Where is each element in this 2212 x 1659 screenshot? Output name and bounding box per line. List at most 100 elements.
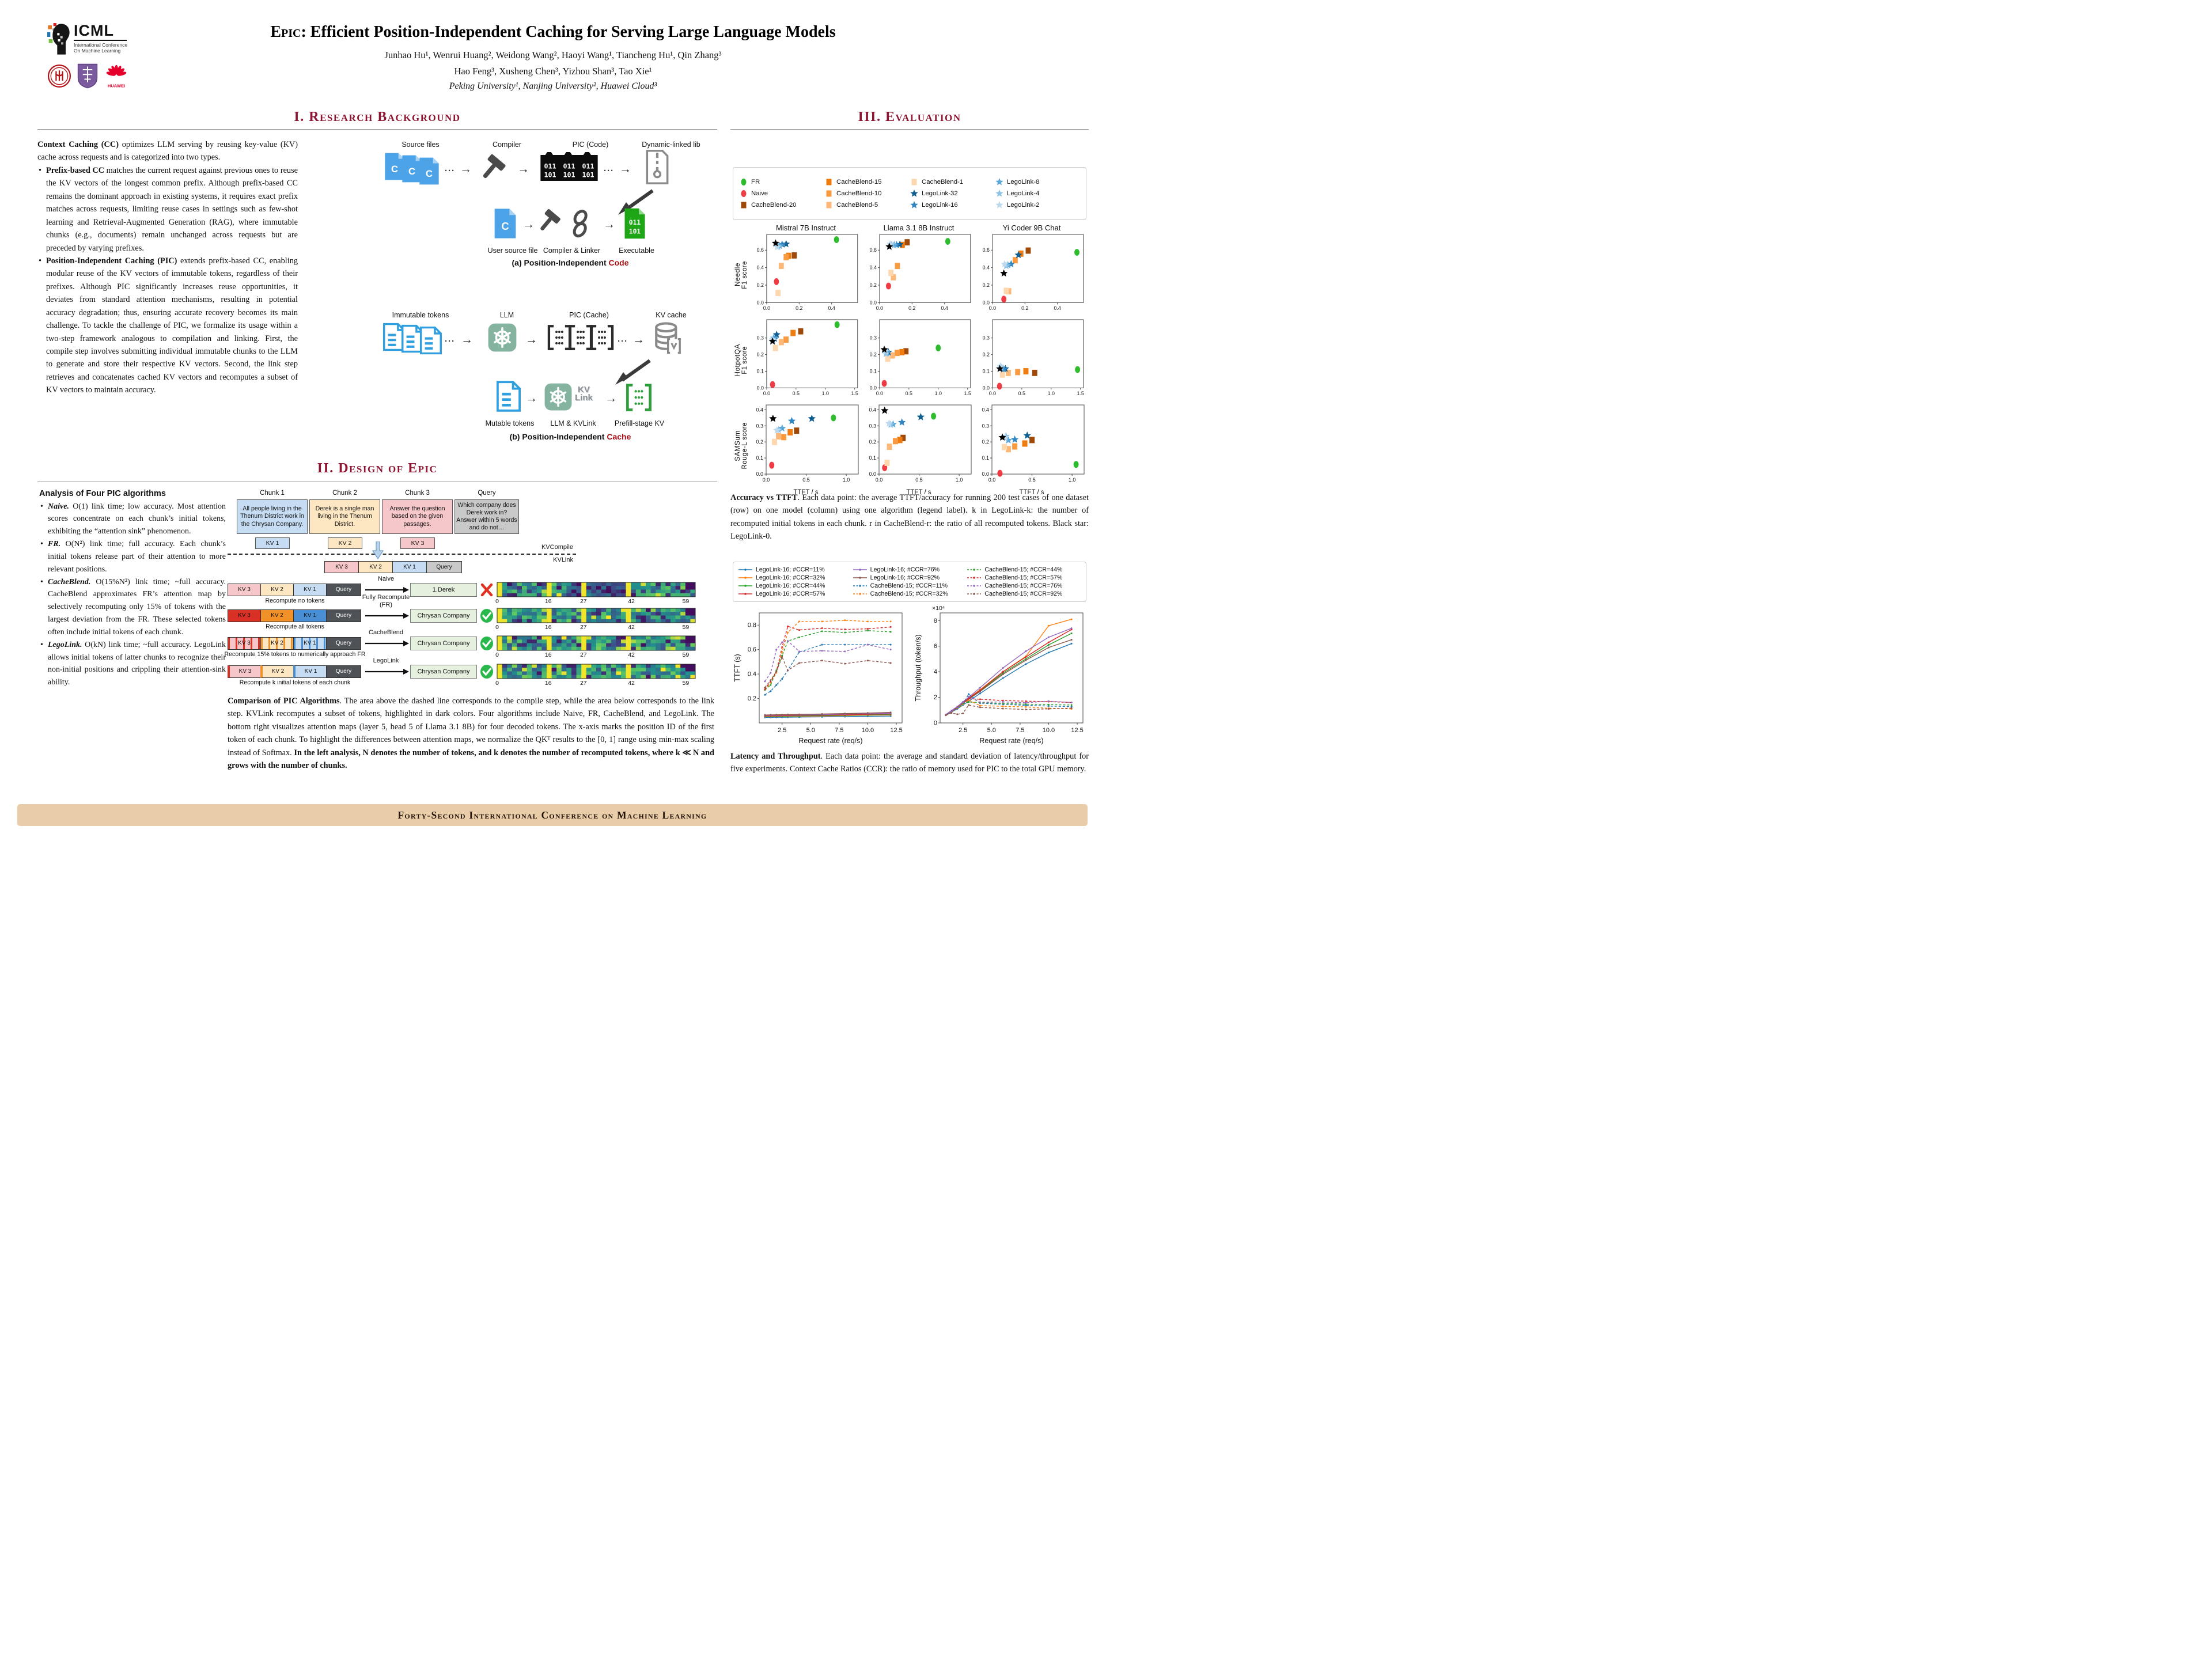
svg-text:0.2: 0.2 — [870, 352, 877, 358]
cc-lead: Context Caching (CC) — [37, 140, 119, 149]
result-box: 1.Derek — [410, 583, 477, 597]
zip-file-icon — [646, 150, 669, 184]
page-title: Epic: Efficient Position-Independent Cac… — [173, 23, 933, 41]
legend-item-LegoLink-2: LegoLink-2 — [995, 200, 1080, 210]
hammer-linker-icon — [540, 209, 588, 238]
line-legend-item: LegoLink-16; #CCR=76% — [853, 566, 967, 573]
legend-label: CacheBlend-10 — [836, 190, 882, 197]
circle-marker-icon — [741, 179, 747, 185]
legend-label: LegoLink-4 — [1007, 190, 1040, 197]
column-title: Mistral 7B Instruct — [775, 224, 836, 232]
svg-text:0: 0 — [934, 720, 937, 727]
legend-item-CacheBlend-5: CacheBlend-5 — [824, 200, 910, 210]
tick-label: 16 — [544, 624, 552, 631]
star-marker-icon — [995, 201, 1003, 209]
line-sample-icon — [967, 593, 982, 595]
svg-text:011: 011 — [563, 162, 575, 170]
bar-segment: KV 3 — [228, 584, 261, 596]
svg-text:C: C — [391, 164, 398, 175]
icml-sub1: International Conference — [74, 42, 128, 48]
footer-banner: Forty-Second International Conference on… — [17, 804, 1088, 826]
svg-text:0.3: 0.3 — [982, 423, 989, 429]
svg-text:10.0: 10.0 — [862, 727, 874, 734]
svg-text:0.2: 0.2 — [756, 439, 763, 445]
legend-item-LegoLink-32: LegoLink-32 — [910, 189, 995, 198]
svg-text:0.0: 0.0 — [756, 471, 763, 477]
svg-text:0.0: 0.0 — [983, 385, 990, 391]
check-icon — [480, 665, 493, 679]
xaxis-label: TTFT / s — [1019, 489, 1044, 496]
bar-segment: KV 1 — [293, 637, 327, 650]
pku-logo — [47, 64, 71, 88]
label-llm: LLM — [499, 311, 514, 319]
kvlink-bar-segment: KV 2 — [358, 561, 393, 573]
svg-text:0.3: 0.3 — [757, 335, 764, 341]
metric-label: F1 score — [741, 260, 748, 289]
svg-text:0.0: 0.0 — [876, 477, 883, 483]
algo-name: Naive — [377, 575, 395, 582]
diagonal-arrow-icon — [618, 189, 654, 215]
icml-sub2: On Machine Learning — [74, 48, 121, 54]
arrow-icon: → — [460, 162, 472, 176]
svg-text:1.5: 1.5 — [1077, 391, 1084, 396]
legend-item-LegoLink-16: LegoLink-16 — [910, 200, 995, 210]
circle-marker-icon — [741, 190, 747, 197]
pic-cache-icons — [546, 324, 627, 353]
series-LegoLink-16; #CCR=76% — [764, 713, 891, 716]
arrow-icon: → — [461, 333, 473, 346]
svg-text:C: C — [408, 166, 415, 177]
svg-text:0.1: 0.1 — [756, 455, 763, 461]
line-legend-label: LegoLink-16; #CCR=76% — [870, 566, 940, 573]
line-sample-icon — [853, 593, 867, 595]
series-CacheBlend-15; #CCR=57% — [764, 626, 891, 690]
source-files-icons: C C C — [383, 152, 464, 185]
c-file-icon: C — [385, 153, 404, 180]
nju-logo — [77, 63, 98, 89]
kvlink-label: KVLink — [553, 556, 573, 563]
query-box: Which company does Derek work in? Answer… — [454, 499, 519, 534]
ellipsis: ··· — [618, 336, 628, 346]
svg-text:0.5: 0.5 — [802, 477, 810, 483]
arrow-icon: → — [517, 162, 529, 176]
svg-text:101: 101 — [629, 228, 641, 236]
legend-label: LegoLink-2 — [1007, 202, 1040, 209]
bullet-prefix-cc: Prefix-based CC matches the current requ… — [37, 164, 298, 255]
tick-label: 59 — [682, 598, 690, 605]
svg-text:12.5: 12.5 — [1071, 727, 1083, 734]
svg-text:1.0: 1.0 — [1048, 391, 1055, 396]
svg-text:0.2: 0.2 — [757, 352, 764, 358]
series-CacheBlend-15; #CCR=92% — [764, 656, 891, 688]
arrow-icon: → — [522, 218, 535, 231]
tick-label: 59 — [682, 652, 690, 658]
chunk3-box: Answer the question based on the given p… — [382, 499, 453, 534]
svg-text:2.5: 2.5 — [959, 727, 967, 734]
label-dll: Dynamic-linked lib — [642, 141, 700, 149]
tick-label: 27 — [579, 652, 587, 658]
series-LegoLink-16; #CCR=11% — [764, 715, 891, 718]
design-analysis: Analysis of Four PIC algorithms Naive. O… — [39, 487, 226, 689]
line-legend-label: CacheBlend-15; #CCR=76% — [984, 582, 1063, 589]
label-linker: Compiler & Linker — [543, 247, 601, 255]
line-sample-icon — [967, 585, 982, 587]
section2-title: II. Design of Epic — [317, 461, 438, 476]
label-llm-kvlink: LLM & KVLink — [550, 419, 596, 427]
llm-icon — [544, 383, 572, 411]
svg-text:0.2: 0.2 — [1021, 305, 1028, 311]
line-sample-icon — [738, 577, 752, 579]
svg-text:0.0: 0.0 — [869, 471, 876, 477]
svg-text:1.0: 1.0 — [1069, 477, 1076, 483]
down-arrow-icon — [372, 541, 384, 560]
tick-label: 0 — [495, 598, 499, 605]
line-legend-label: LegoLink-16; #CCR=92% — [870, 574, 940, 581]
svg-text:0.4: 0.4 — [870, 265, 877, 271]
